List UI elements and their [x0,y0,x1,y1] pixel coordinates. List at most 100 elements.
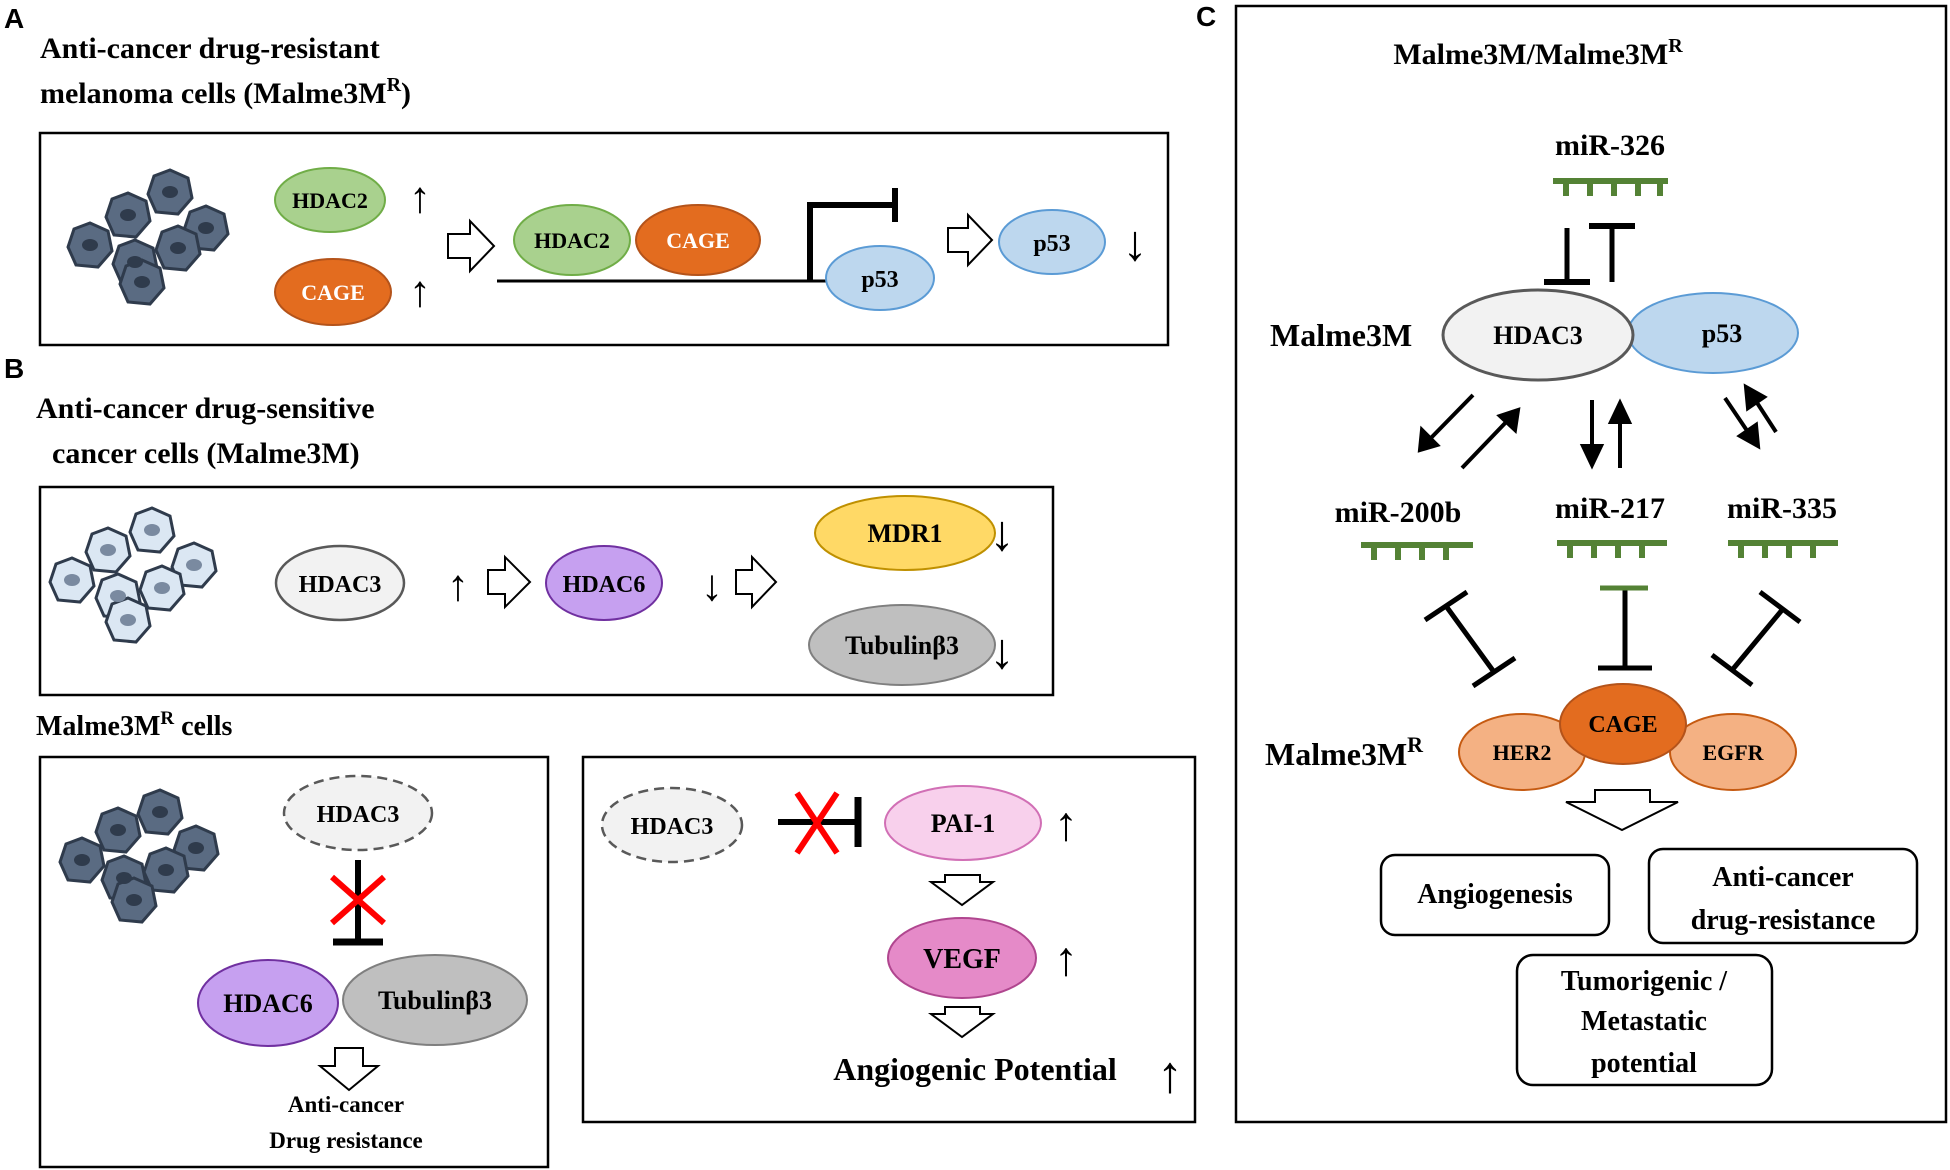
tubulin-node: Tubulinβ3 [808,604,996,686]
pai1-label: PAI-1 [931,809,996,838]
mdr1-down-arrow: ↓ [990,505,1015,561]
drug-resistance-hollow-arrow [317,1047,381,1092]
tumorigenic-outcome-box [1515,953,1774,1087]
promoter-inhibition-arrow [807,202,895,281]
cage-label: CAGE [301,280,365,305]
tumorigenic-line2: Metastatic [1581,1006,1707,1037]
mir217-label: miR-217 [1555,492,1665,525]
hdac3-label: HDAC3 [299,572,382,598]
mir335-label: miR-335 [1727,492,1837,525]
panel-b: B Anti-cancer drug-sensitive cancer cell… [4,353,1197,1169]
complex-cage-label: CAGE [666,228,730,253]
hdac2-label: HDAC2 [292,188,368,213]
hdac3-p53-complex: p53 HDAC3 [1441,288,1799,382]
right-hdac3-label: HDAC3 [631,814,714,840]
hdac3-dashed-node-angio: HDAC3 [600,786,744,864]
drug-resistance-outcome-box [1647,847,1919,945]
panel-b-hollow-arrow-2 [735,554,778,610]
hdac2-node: HDAC2 [274,167,386,233]
panel-b-title-line2: cancer cells (Malme3M) [52,437,360,470]
panel-a-hollow-arrow-2 [947,212,994,268]
drug-resistance-line2: Drug resistance [269,1128,423,1153]
mir217-strand-icon [1557,540,1667,558]
vegf-up-arrow: ↑ [1054,933,1078,986]
panel-c-box [1234,4,1948,1124]
malme3m-label: Malme3M [1270,317,1412,353]
vegf-to-angio-hollow-arrow [927,1006,997,1039]
melanoma-cells-resistant-icon-b [58,788,220,924]
p53-protein-label: p53 [1033,231,1070,257]
c-cage-label: CAGE [1588,712,1657,738]
angiogenic-potential-label: Angiogenic Potential [833,1051,1117,1087]
panel-c-letter: C [1196,1,1216,32]
left-hdac3-label: HDAC3 [317,802,400,828]
malme3mr-label: Malme3MR [1265,732,1424,772]
drug-resistance-outcome-line2: drug-resistance [1691,905,1876,936]
egfr-label: EGFR [1702,740,1764,765]
panel-b-angiogenesis-box [581,755,1197,1124]
melanoma-cells-resistant-icon [66,168,230,306]
panel-a-hollow-arrow-1 [447,218,496,274]
panel-c-title: Malme3M/Malme3MR [1393,35,1683,71]
egfr-node: EGFR [1669,713,1797,791]
angiogenesis-box [1379,853,1611,937]
p53-protein-node: p53 [998,209,1106,275]
drug-resistance-line1: Anti-cancer [288,1092,404,1117]
tumorigenic-line1: Tumorigenic / [1561,966,1728,997]
mirna-regulation-arrows [1417,383,1778,470]
tubulin-down-arrow: ↓ [990,623,1015,679]
drug-resistance-outcome-line1: Anti-cancer [1712,862,1854,893]
hdac2-up-arrow: ↑ [409,173,431,222]
c-p53-label: p53 [1702,319,1742,348]
melanoma-cells-sensitive-icon [48,506,218,644]
tumorigenic-line3: potential [1591,1048,1697,1079]
mir200b-label: miR-200b [1335,496,1462,529]
p53-down-arrow: ↓ [1123,215,1148,271]
left-hdac6-label: HDAC6 [223,989,313,1018]
hdac6-label: HDAC6 [563,572,646,598]
hdac2-cage-complex: HDAC2 CAGE [513,204,761,276]
complex-hdac2-label: HDAC2 [534,228,610,253]
hdac6-node: HDAC6 [545,545,663,621]
mir326-label: miR-326 [1555,129,1665,162]
panel-a-title-line1: Anti-cancer drug-resistant [40,32,380,65]
pai1-node: PAI-1 [884,785,1042,861]
mir326-strand-icon [1553,178,1668,196]
hdac3-node: HDAC3 [274,544,406,622]
pai1-to-vegf-hollow-arrow [927,874,997,907]
cage-outcome-hollow-arrow [1565,789,1679,832]
panel-a-letter: A [4,3,24,34]
panel-a-box [38,131,1170,347]
mdr1-label: MDR1 [867,519,942,548]
cage-node: CAGE [274,258,392,326]
mir200b-strand-icon [1361,542,1473,560]
blocked-cross-icon [330,874,386,926]
cage-up-arrow: ↑ [409,267,431,316]
panel-b-sensitive-box [38,485,1055,697]
blocked-cross-icon-angio [794,791,840,855]
panel-c: C Malme3M/Malme3MR miR-326 Malme3M p53 H… [1196,1,1948,1124]
angiogenic-potential-up-arrow: ↑ [1157,1046,1183,1104]
panel-a-title-line2: melanoma cells (Malme3MR) [40,74,411,110]
c-cage-node: CAGE [1559,683,1687,765]
tubulin-label: Tubulinβ3 [845,631,959,660]
hdac6-tubulin-complex: HDAC6 Tubulinβ3 [197,954,528,1047]
panel-a: A Anti-cancer drug-resistant melanoma ce… [4,3,1170,347]
panel-b-title-line1: Anti-cancer drug-sensitive [36,392,375,425]
angiogenesis-label: Angiogenesis [1417,879,1573,910]
p53-gene-node: p53 [825,245,935,311]
vegf-label: VEGF [923,944,1001,975]
malme3mr-cells-heading: Malme3MR cells [36,708,233,742]
panel-b-letter: B [4,353,24,384]
hdac3-up-arrow: ↑ [447,561,469,610]
vegf-node: VEGF [887,917,1037,999]
p53-gene-label: p53 [861,267,898,293]
pai1-up-arrow: ↑ [1054,798,1078,851]
left-tubulin-label: Tubulinβ3 [378,986,492,1015]
panel-b-hollow-arrow-1 [487,554,532,610]
mir335-strand-icon [1728,540,1838,558]
hdac3-dashed-node: HDAC3 [282,774,434,852]
her2-node: HER2 [1458,713,1586,791]
panel-b-resistance-box [38,755,550,1169]
